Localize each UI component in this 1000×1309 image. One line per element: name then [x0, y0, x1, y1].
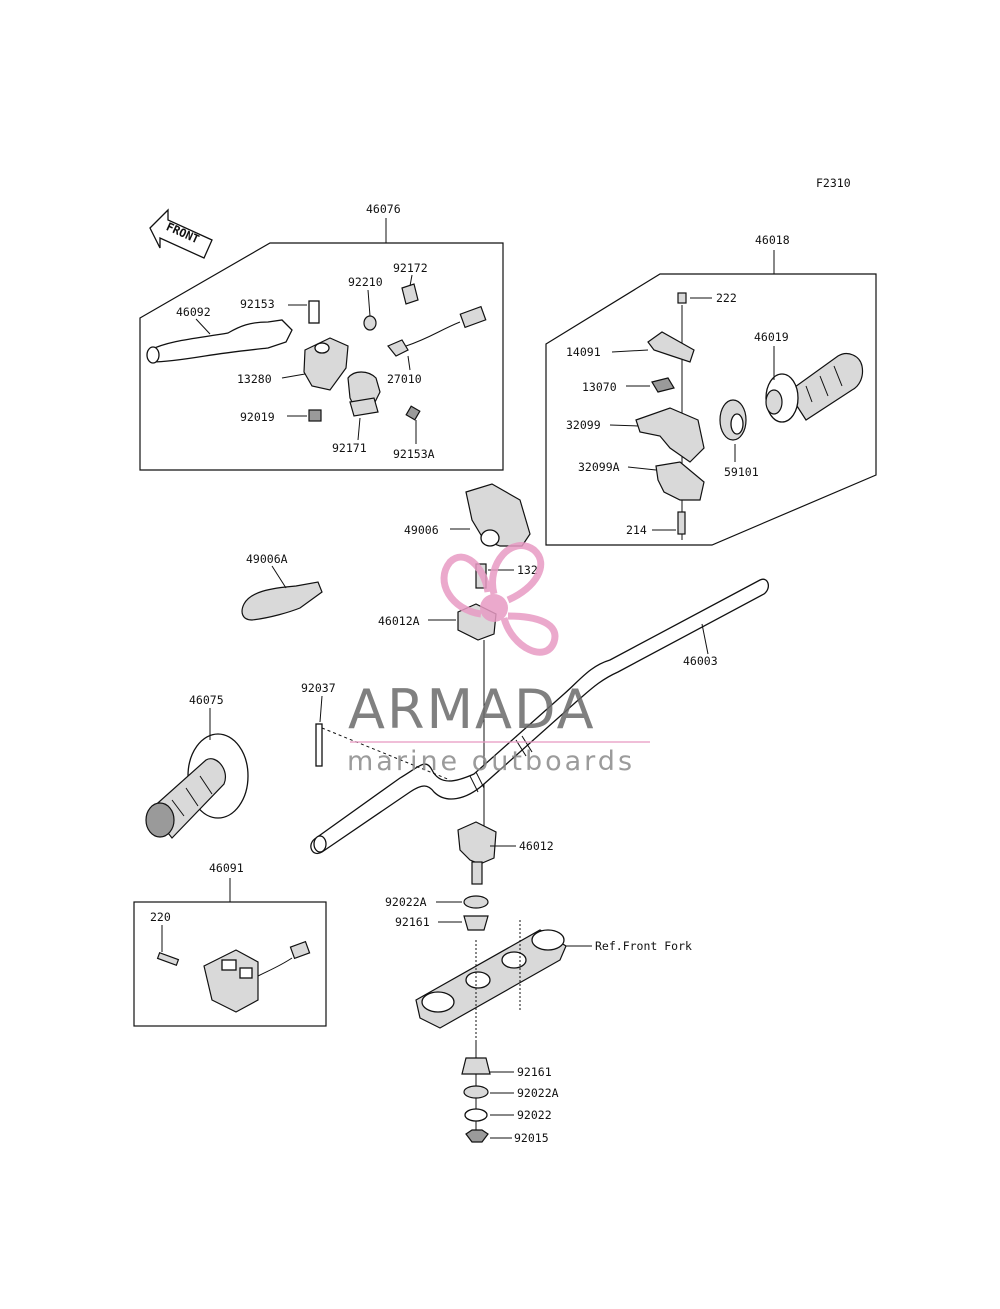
label-32099: 32099 [566, 418, 601, 432]
label-46019: 46019 [754, 330, 789, 344]
label-92153: 92153 [240, 297, 275, 311]
label-32099A: 32099A [578, 460, 620, 474]
label-59101: 59101 [724, 465, 759, 479]
throttle-assembly-box [545, 273, 877, 546]
throttle-assembly: 46018 222 14091 13070 32099 32099A 214 [545, 233, 877, 546]
figure-code: F2310 [816, 176, 851, 190]
label-14091: 14091 [566, 345, 601, 359]
housing-32099A [655, 461, 705, 501]
washer-92022A-bot [463, 1085, 489, 1099]
lever-bracket [303, 337, 349, 391]
screw-222 [677, 292, 687, 304]
washer-92022A-top [463, 895, 489, 909]
handlebar-switch [203, 949, 259, 1013]
label-46076: 46076 [366, 202, 401, 216]
bushing-92161-top [463, 915, 489, 931]
clutch-lever [149, 319, 293, 363]
bolt-92153A [405, 405, 421, 421]
screw-214 [677, 511, 686, 535]
label-49006: 49006 [404, 523, 439, 537]
label-27010: 27010 [387, 372, 422, 386]
label-92015: 92015 [514, 1131, 549, 1145]
label-92161-top: 92161 [395, 915, 430, 929]
brand-logo-icon [440, 542, 559, 656]
switch-assembly-46091: 46091 220 [133, 861, 327, 1027]
label-46018: 46018 [755, 233, 790, 247]
front-arrow-icon: FRONT [149, 208, 213, 259]
cover-14091 [647, 331, 695, 363]
label-220: 220 [150, 910, 171, 924]
label-13280: 13280 [237, 372, 272, 386]
bolt-92153 [308, 300, 320, 324]
adjuster-92172 [401, 283, 419, 305]
label-92019: 92019 [240, 410, 275, 424]
label-13070: 13070 [582, 380, 617, 394]
hand-guard-49006 [465, 483, 531, 547]
part-13070 [651, 377, 675, 393]
clutch-lever-assembly: 46076 46092 92153 13280 92210 92172 2701… [139, 202, 504, 471]
clutch-assembly-box [139, 242, 504, 471]
label-92022A-bot: 92022A [517, 1086, 559, 1100]
label-92153A: 92153A [393, 447, 435, 461]
label-214: 214 [626, 523, 647, 537]
clamp-46012 [457, 821, 497, 865]
triple-clamp [415, 920, 567, 1040]
watermark: ARMADA marine outboards [347, 542, 650, 777]
screw-220 [156, 951, 180, 967]
label-46075: 46075 [189, 693, 224, 707]
label-92172: 92172 [393, 261, 428, 275]
watermark-brand: ARMADA [348, 678, 596, 741]
nut-92019 [308, 409, 322, 422]
washer-92022 [464, 1108, 488, 1122]
part-49006A [241, 581, 323, 621]
label-46092: 46092 [176, 305, 211, 319]
grip-46075 [145, 733, 249, 839]
label-92037: 92037 [301, 681, 336, 695]
part-92037 [315, 723, 323, 767]
switch-27010 [387, 339, 409, 357]
label-ref-front-fork: Ref.Front Fork [595, 939, 692, 953]
label-132: 132 [517, 563, 538, 577]
label-92210: 92210 [348, 275, 383, 289]
label-92022: 92022 [517, 1108, 552, 1122]
label-222: 222 [716, 291, 737, 305]
nut-92015 [465, 1129, 489, 1143]
label-46012A: 46012A [378, 614, 420, 628]
label-92171: 92171 [332, 441, 367, 455]
throttle-grip-46019 [765, 353, 864, 423]
label-92022A-top: 92022A [385, 895, 427, 909]
watermark-tagline: marine outboards [347, 746, 635, 777]
label-49006A: 49006A [246, 552, 288, 566]
bushing-92161-bot [461, 1057, 491, 1075]
washer-92210 [363, 315, 377, 331]
label-46012: 46012 [519, 839, 554, 853]
label-46091: 46091 [209, 861, 244, 875]
label-92161-bot: 92161 [517, 1065, 552, 1079]
housing-32099 [635, 407, 705, 463]
handlebar-46003 [310, 578, 770, 855]
label-46003: 46003 [683, 654, 718, 668]
